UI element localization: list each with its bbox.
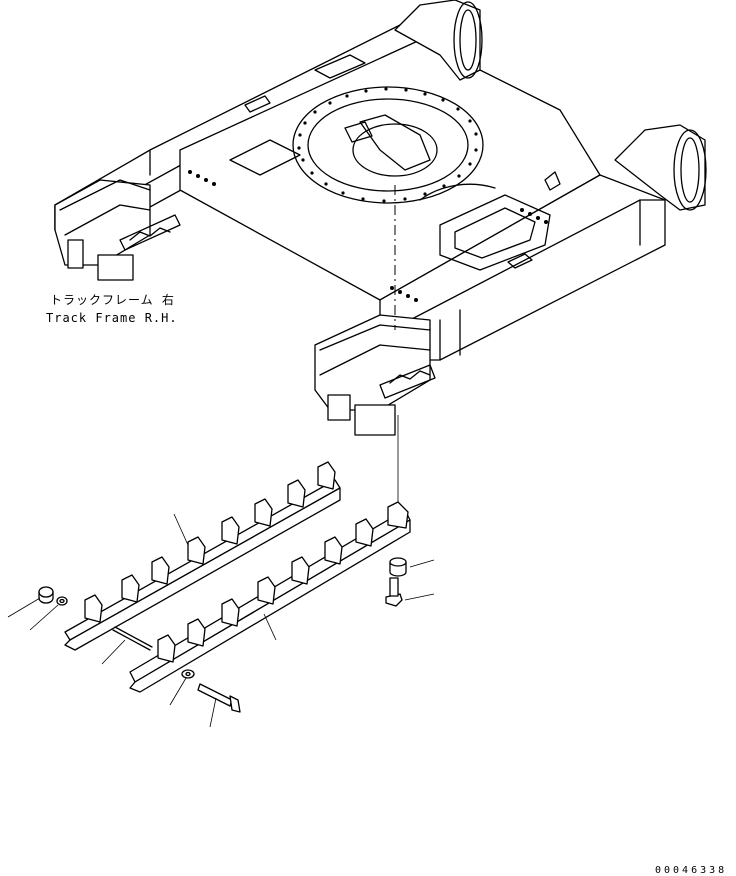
frame-label-en: Track Frame R.H. [46, 311, 178, 325]
idler-yoke-right [614, 124, 707, 211]
sprocket-end-left [54, 179, 181, 281]
bolt-long [197, 683, 241, 713]
swing-circle-bolt-holes [297, 87, 478, 203]
sprocket-end-right [314, 314, 436, 436]
document-number: 00046338 [655, 865, 727, 876]
pin [112, 626, 153, 651]
idler-yoke-left [394, 0, 483, 81]
callout-lines [7, 513, 435, 728]
nut-left [38, 586, 54, 604]
track-guard-upper [64, 461, 341, 651]
washer-lower [181, 669, 195, 679]
beam-bolt-cluster [188, 170, 548, 302]
track-frame [54, 0, 707, 436]
washer-left [56, 596, 68, 606]
bolt-right [385, 577, 403, 607]
track-guard-lower [129, 501, 411, 693]
frame-label-jp: トラックフレーム 右 [50, 292, 175, 307]
spacer-right [389, 557, 407, 577]
